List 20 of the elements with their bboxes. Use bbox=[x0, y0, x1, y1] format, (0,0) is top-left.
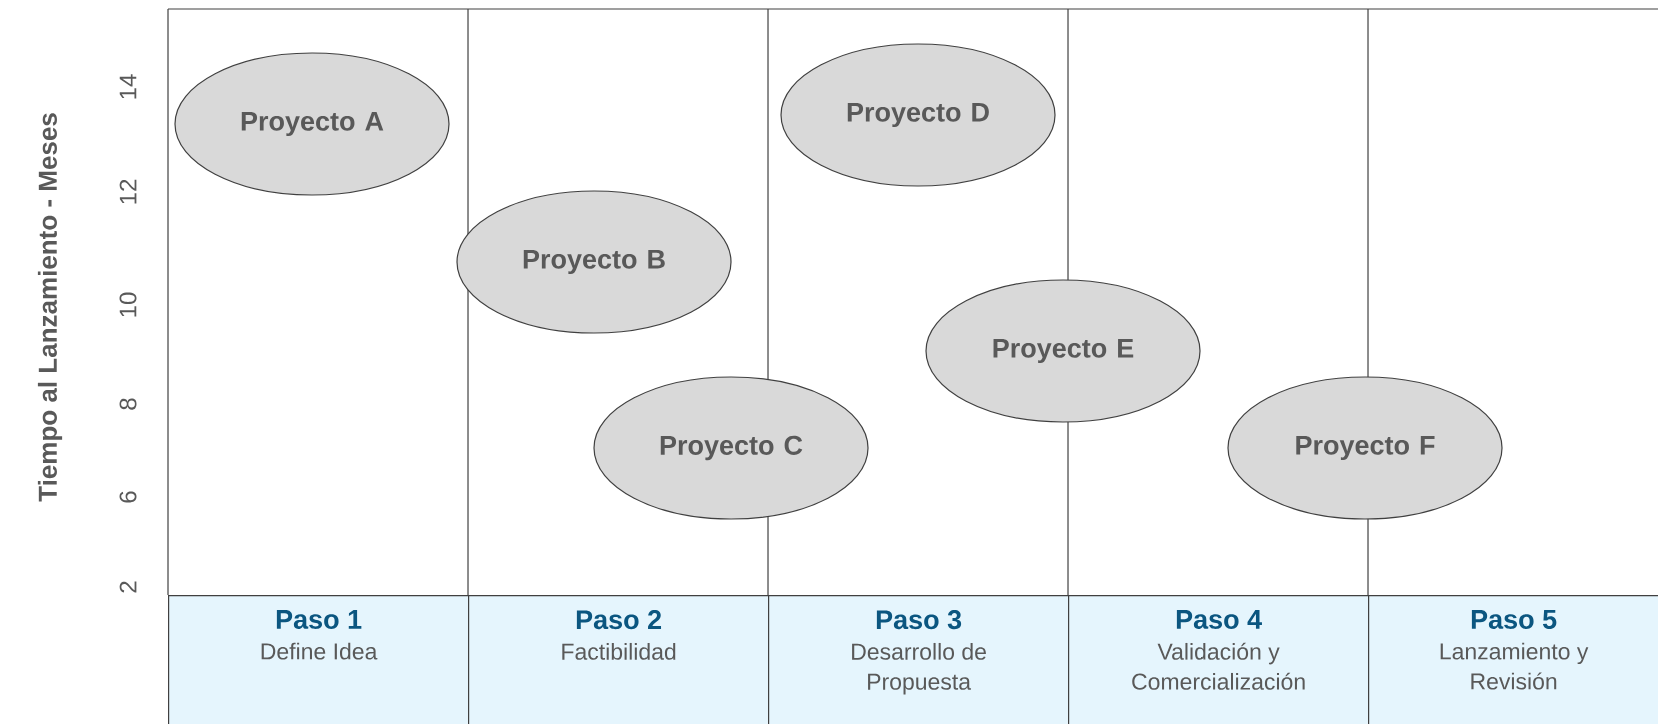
axis-title: Tiempo al Lanzamiento - Meses bbox=[37, 113, 63, 502]
node-label: Paso 2 bbox=[576, 610, 662, 630]
node-label: Validación y Comercialización bbox=[1132, 642, 1305, 690]
node-label: Desarrollo de Propuesta bbox=[852, 642, 986, 695]
tick-label: 12 bbox=[119, 179, 137, 204]
step-cell: Paso 3 Desarrollo de Propuesta bbox=[768, 595, 1070, 724]
tick-label: 8 bbox=[119, 398, 137, 410]
step-cell: Paso 5 Lanzamiento y Revisión bbox=[1368, 595, 1658, 724]
tick-label: 10 bbox=[119, 292, 137, 317]
node-label: Paso 4 bbox=[1176, 610, 1262, 629]
node-label: Factibilidad bbox=[562, 642, 676, 660]
step-cell: Paso 4 Validación y Comercialización bbox=[1068, 595, 1370, 724]
tick-label: 14 bbox=[119, 74, 137, 99]
tick-label: 6 bbox=[119, 491, 137, 503]
step-cell: Paso 1 Define Idea bbox=[168, 595, 470, 724]
tick-label: 2 bbox=[119, 581, 137, 593]
node-label: Paso 3 bbox=[876, 610, 962, 630]
node-label: Paso 1 bbox=[276, 610, 362, 629]
node-label: Define Idea bbox=[261, 642, 378, 660]
step-cell: Paso 2 Factibilidad bbox=[468, 595, 770, 724]
